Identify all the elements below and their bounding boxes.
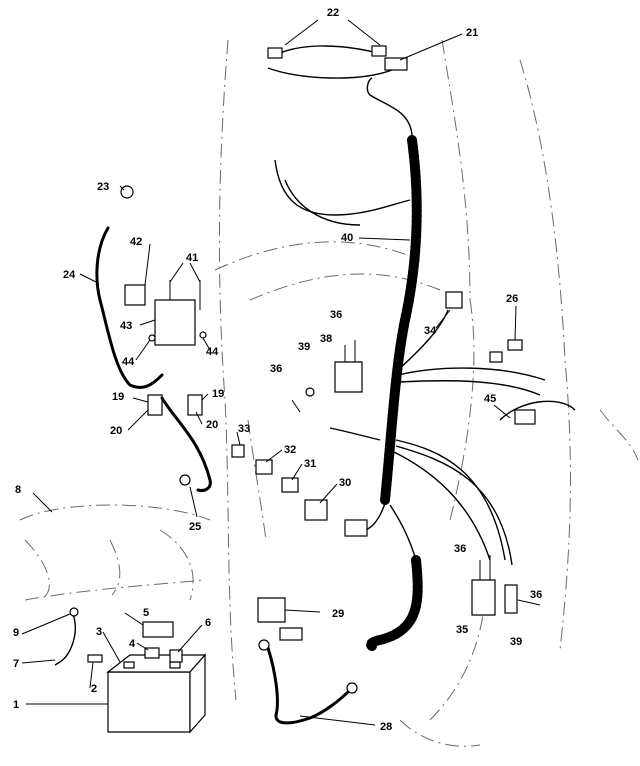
battery-post-positive xyxy=(169,661,181,669)
ground-wire-25 xyxy=(160,396,212,492)
ring-terminal-28 xyxy=(346,682,358,694)
callout-labels: 22 21 23 40 42 41 24 26 36 43 34 38 39 4… xyxy=(13,7,542,733)
callout-32: 32 xyxy=(284,444,296,456)
key-23 xyxy=(120,185,134,199)
callout-33: 33 xyxy=(238,423,250,435)
callout-38: 38 xyxy=(320,333,332,345)
callout-43: 43 xyxy=(120,320,132,332)
connector-30-plug xyxy=(344,519,368,537)
part-6 xyxy=(169,649,183,663)
callout-3: 3 xyxy=(96,626,102,638)
part-30 xyxy=(304,499,328,521)
screw-39a xyxy=(305,387,315,397)
callout-44-right: 44 xyxy=(206,346,219,358)
part-32 xyxy=(255,459,273,475)
relay-parts xyxy=(231,444,328,521)
dash-wiring-ghost xyxy=(274,159,411,226)
tractor-body-ghost-outline xyxy=(19,39,639,747)
bracket-19b xyxy=(187,394,203,416)
terminal-9 xyxy=(69,607,79,617)
callout-36-lower: 36 xyxy=(454,543,466,555)
callout-39-lower: 39 xyxy=(510,636,522,648)
callout-45: 45 xyxy=(484,393,496,405)
callout-20-left: 20 xyxy=(110,425,122,437)
callout-34: 34 xyxy=(424,325,437,337)
cover-5 xyxy=(142,621,174,638)
key-switch-wire-24 xyxy=(95,185,164,389)
connector-39b xyxy=(504,584,518,614)
callout-36-right: 36 xyxy=(530,589,542,601)
bracket-38-group xyxy=(291,340,363,413)
callout-19-left: 19 xyxy=(112,391,124,403)
callout-4: 4 xyxy=(129,638,136,650)
callout-20-right: 20 xyxy=(206,419,218,431)
ring-terminal-25 xyxy=(179,474,191,486)
callout-9: 9 xyxy=(13,627,19,639)
ring-terminal-28b xyxy=(258,639,270,651)
callout-42: 42 xyxy=(130,236,142,248)
parts-26-34 xyxy=(445,291,523,363)
screw-44b xyxy=(199,331,207,339)
switch-42 xyxy=(124,284,146,306)
callout-28: 28 xyxy=(380,721,392,733)
callout-29: 29 xyxy=(332,608,344,620)
battery-group xyxy=(54,607,207,734)
callout-26: 26 xyxy=(506,293,518,305)
switch-body-43 xyxy=(154,299,196,346)
bracket-19a xyxy=(147,394,163,416)
callout-19-right: 19 xyxy=(212,388,224,400)
bracket-35 xyxy=(471,579,496,616)
callout-22: 22 xyxy=(327,7,339,19)
callout-35: 35 xyxy=(456,624,468,636)
callout-2: 2 xyxy=(91,683,97,695)
callout-6: 6 xyxy=(205,617,211,629)
harness-plug-21 xyxy=(384,57,408,71)
callout-36-left: 36 xyxy=(270,363,282,375)
callout-40: 40 xyxy=(341,232,353,244)
battery-post-negative xyxy=(123,661,135,669)
callout-25: 25 xyxy=(189,521,201,533)
battery-1 xyxy=(107,671,191,733)
solenoid-29 xyxy=(257,597,286,623)
ignition-switch-assembly xyxy=(124,280,207,416)
callout-30: 30 xyxy=(339,477,351,489)
screw-44a xyxy=(148,334,156,342)
callout-31: 31 xyxy=(304,458,316,470)
part-45-group xyxy=(499,400,576,425)
callout-44-left: 44 xyxy=(122,356,135,368)
callout-39-upper: 39 xyxy=(298,341,310,353)
harness-terminal-22b xyxy=(371,45,387,57)
part-4 xyxy=(144,647,160,659)
part-31 xyxy=(281,477,299,493)
part-33 xyxy=(231,444,245,458)
callout-23: 23 xyxy=(97,181,109,193)
solenoid-29-group xyxy=(257,597,358,725)
harness-terminal-22a xyxy=(267,47,283,59)
part-26-plug xyxy=(489,351,503,363)
solenoid-terminal xyxy=(279,627,303,641)
callout-leaders xyxy=(21,19,517,726)
part-34 xyxy=(445,291,463,309)
callout-21: 21 xyxy=(466,27,478,39)
wiring-harness-loom xyxy=(267,45,422,505)
callout-36-upper: 36 xyxy=(330,309,342,321)
callout-41: 41 xyxy=(186,252,198,264)
callout-5: 5 xyxy=(143,607,149,619)
callout-7: 7 xyxy=(13,658,19,670)
part-45 xyxy=(514,409,536,425)
part-2 xyxy=(87,654,103,663)
part-26 xyxy=(507,339,523,351)
callout-8: 8 xyxy=(15,484,21,496)
bracket-35-group xyxy=(471,555,541,616)
callout-24: 24 xyxy=(63,269,76,281)
callout-1: 1 xyxy=(13,699,19,711)
